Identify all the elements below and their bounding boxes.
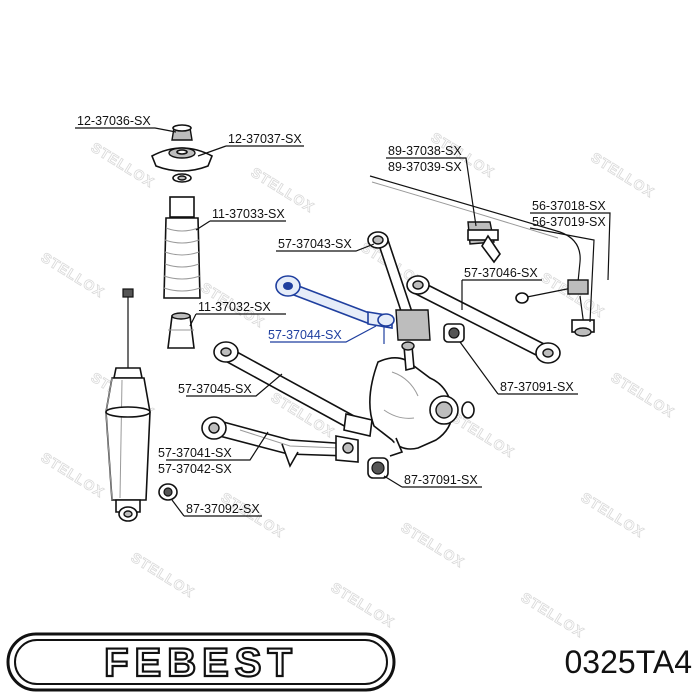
part-label: 87-37092-SX [186,502,260,516]
watermark-text: STELLOX [38,449,107,500]
stabilizer-bar [369,175,581,283]
watermark-text: STELLOX [88,139,157,190]
watermark-text: STELLOX [448,409,517,460]
part-label: 11-37032-SX [198,300,271,314]
watermark-text: STELLOX [128,549,197,600]
knuckle [369,341,475,457]
bushing-upper [443,323,465,343]
part-label: 87-37091-SX [404,473,478,487]
part-label: 56-37018-SX [532,199,606,213]
shock-absorber [105,288,151,522]
part-label: 87-37091-SX [500,380,574,394]
part-label: 57-37043-SX [278,237,352,251]
top-mount-stack [150,124,214,183]
bushing-lower [367,457,389,479]
part-label-highlighted: 57-37044-SX [268,328,342,342]
watermark-text: STELLOX [38,249,107,300]
part-label: 57-37046-SX [464,266,538,280]
bump-stop [167,312,195,349]
watermark-text: STELLOX [538,269,607,320]
brand-name: FEBEST [104,641,298,685]
part-label: 57-37045-SX [178,382,252,396]
watermark-text: STELLOX [398,519,467,570]
upper-arm-rear [367,231,431,341]
part-label: 12-37036-SX [77,114,151,128]
leader-lines [75,127,611,517]
trailing-arm [406,275,561,364]
part-label: 89-37039-SX [388,160,462,174]
watermark-text: STELLOX [608,369,677,420]
part-label: 56-37019-SX [532,215,606,229]
febest-logo: FEBEST [6,632,396,692]
part-label: 57-37041-SX [158,446,232,460]
part-label: 57-37042-SX [158,462,232,476]
upper-arm-highlighted [275,275,395,344]
part-label: 11-37033-SX [212,207,285,221]
dust-boot [163,196,201,299]
part-label: 12-37037-SX [228,132,302,146]
watermark-text: STELLOX [328,579,397,630]
lower-arm-45 [213,341,373,437]
watermark-text: STELLOX [588,149,657,200]
watermark-text: STELLOX [578,489,647,540]
part-label: 89-37038-SX [388,144,462,158]
bushing-small [158,483,178,501]
part-number: 0325TA4 [564,644,693,680]
lower-arm-41 [201,416,359,468]
stabilizer-link [515,279,595,337]
part-labels: 12-37036-SX 12-37037-SX 11-37033-SX 11-3… [77,114,606,516]
